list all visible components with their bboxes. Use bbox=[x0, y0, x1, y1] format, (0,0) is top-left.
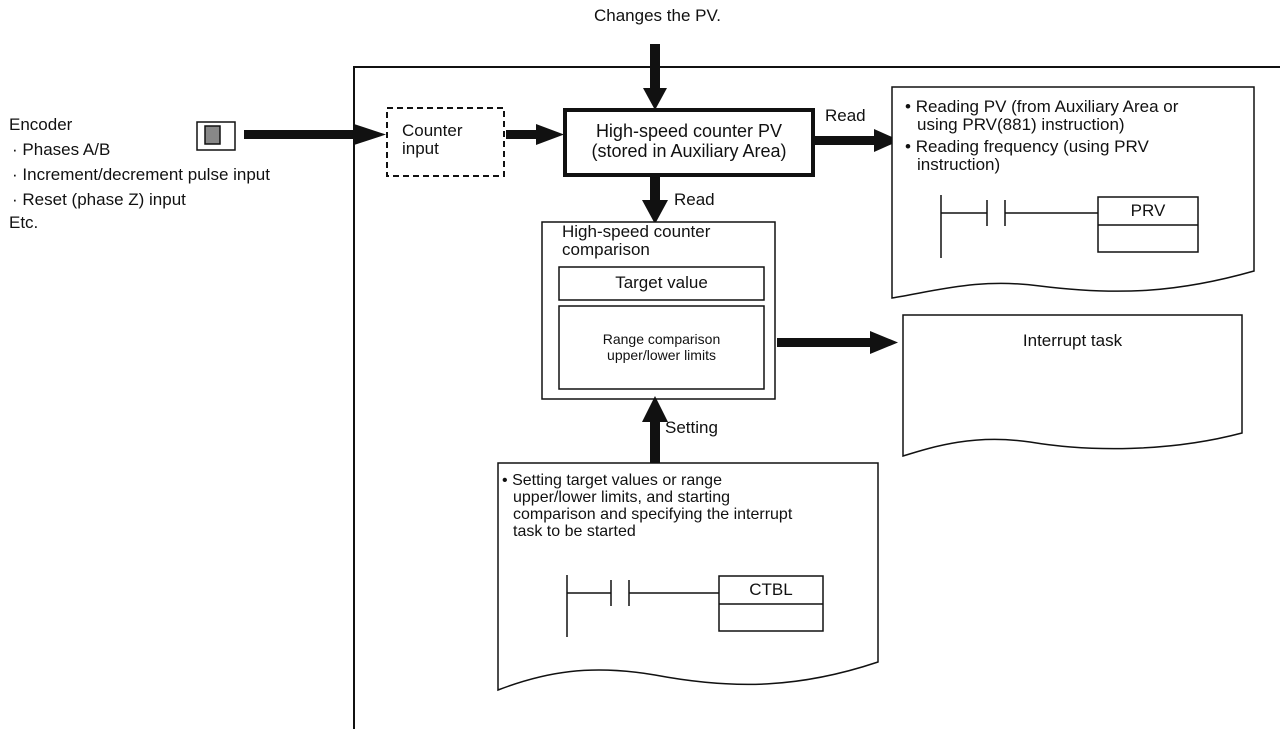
bullet-icon: · bbox=[12, 140, 18, 159]
arrow-pv-to-reading bbox=[815, 129, 900, 152]
encoder-icon bbox=[196, 121, 236, 151]
prv-instruction-label: PRV bbox=[1130, 201, 1166, 220]
bullet-icon: • bbox=[905, 137, 911, 156]
pv-box-label: High-speed counter PV (stored in Auxilia… bbox=[591, 121, 787, 161]
arrow-encoder-to-counter bbox=[244, 124, 386, 145]
pv-box bbox=[563, 108, 815, 177]
bullet-icon: · bbox=[12, 190, 18, 209]
arrow-comparison-to-interrupt bbox=[777, 331, 898, 354]
arrow-pv-to-comparison bbox=[642, 177, 668, 224]
target-value-label: Target value bbox=[615, 273, 708, 292]
reading-ladder-rung bbox=[940, 195, 1098, 258]
reading-bullet-frequency: • Reading frequency (using PRV instructi… bbox=[905, 137, 1149, 174]
range-limits-box bbox=[558, 305, 765, 390]
read-right-label: Read bbox=[825, 106, 866, 125]
arrow-changes-pv bbox=[643, 44, 667, 110]
encoder-etc: Etc. bbox=[9, 213, 39, 232]
setting-label: Setting bbox=[665, 418, 718, 437]
bullet-icon: · bbox=[12, 165, 18, 184]
range-limits-label: Range comparison upper/lower limits bbox=[602, 331, 721, 363]
arrow-counter-to-pv bbox=[506, 124, 564, 145]
bullet-icon: • bbox=[905, 97, 911, 116]
setting-ladder-rung bbox=[566, 575, 719, 637]
counter-input-label: Counter input bbox=[402, 121, 463, 158]
read-down-label: Read bbox=[674, 190, 715, 209]
encoder-item-phases: · Phases A/B bbox=[12, 140, 111, 159]
target-value-box bbox=[558, 266, 765, 301]
interrupt-task-document bbox=[902, 314, 1243, 458]
counter-input-box bbox=[386, 107, 505, 177]
encoder-item-increment: · Increment/decrement pulse input bbox=[12, 165, 270, 184]
arrow-setting-to-comparison bbox=[642, 396, 668, 464]
setting-doc-text: • Setting target values or range upper/l… bbox=[502, 472, 793, 540]
ctbl-instruction-block bbox=[718, 575, 824, 632]
changes-pv-label: Changes the PV. bbox=[594, 6, 721, 25]
prv-instruction-block bbox=[1097, 196, 1199, 253]
reading-bullet-pv: • Reading PV (from Auxiliary Area or usi… bbox=[905, 97, 1179, 134]
encoder-title: Encoder bbox=[9, 115, 73, 134]
cpu-unit-frame bbox=[353, 66, 1280, 729]
setting-document bbox=[497, 462, 879, 692]
ctbl-instruction-label: CTBL bbox=[749, 580, 793, 599]
bullet-icon: • bbox=[502, 472, 508, 489]
interrupt-task-label: Interrupt task bbox=[1022, 331, 1123, 350]
encoder-item-reset: · Reset (phase Z) input bbox=[12, 190, 186, 209]
comparison-title: High-speed counter comparison bbox=[562, 222, 711, 259]
